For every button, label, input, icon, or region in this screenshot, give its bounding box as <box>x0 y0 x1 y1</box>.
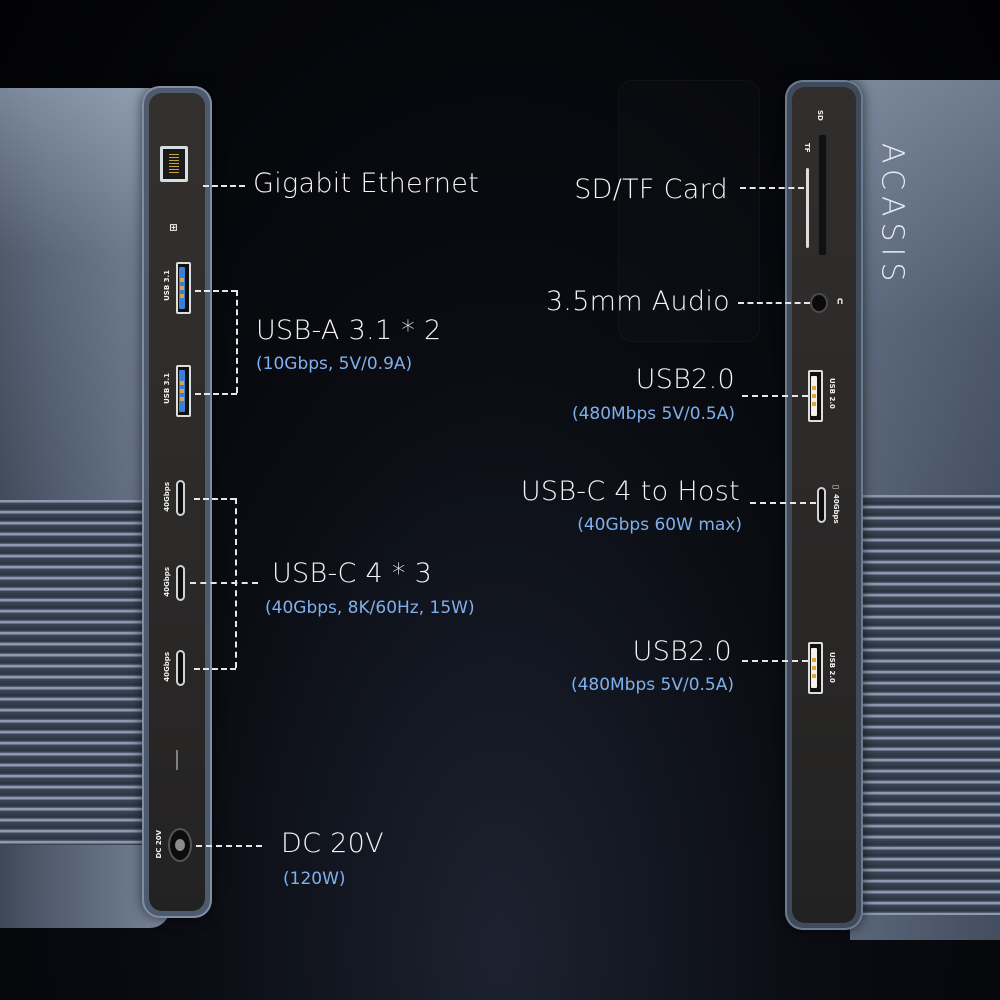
callout-title-usb-c-host: USB-C 4 to Host <box>520 476 740 507</box>
aluminum-top-panel <box>0 88 170 508</box>
callout-title-usb2-2: USB2.0 <box>632 636 732 667</box>
headphone-icon: ∩ <box>836 296 845 307</box>
ethernet-port[interactable] <box>160 146 188 182</box>
callout-line-usb-c-3 <box>194 668 236 670</box>
right-port-panel <box>785 80 863 930</box>
callout-title-dc: DC 20V <box>281 828 384 859</box>
usb-c-1-marking: 40Gbps <box>163 482 171 512</box>
status-led <box>176 750 178 770</box>
usb-c-3-marking: 40Gbps <box>163 652 171 682</box>
heatsink-fins <box>0 500 170 845</box>
callout-title-ethernet: Gigabit Ethernet <box>253 168 480 199</box>
callout-spec-usb-c: (40Gbps, 8K/60Hz, 15W) <box>265 598 475 618</box>
laptop-icon: ▭ <box>832 482 840 491</box>
callout-line-audio <box>738 302 810 304</box>
usb2-1-marking: USB 2.0 <box>828 378 836 409</box>
dc-power-jack[interactable] <box>168 828 192 862</box>
heatsink-fins <box>850 495 1000 915</box>
callout-title-usb-a: USB-A 3.1 * 2 <box>256 315 442 346</box>
callout-title-usb-c: USB-C 4 * 3 <box>272 558 433 589</box>
callout-title-usb2-1: USB2.0 <box>635 364 735 395</box>
callout-bracket-usb-a <box>236 290 238 393</box>
tf-card-slot[interactable] <box>806 168 809 248</box>
usb-2-0-port-2[interactable] <box>808 642 823 694</box>
callout-title-audio: 3.5mm Audio <box>545 286 730 317</box>
usb-c-host-port[interactable] <box>817 487 826 523</box>
callout-title-sd-tf: SD/TF Card <box>574 174 728 205</box>
callout-spec-usb-c-host: (40Gbps 60W max) <box>577 515 742 535</box>
network-icon: ⊞ <box>168 223 180 232</box>
callout-bracket-usb-c <box>235 498 237 668</box>
usb-c-port-1[interactable] <box>176 480 185 516</box>
usb2-2-marking: USB 2.0 <box>828 652 836 683</box>
dc-marking: DC 20V <box>155 830 163 859</box>
callout-line-usb-a-1 <box>195 290 237 292</box>
usb-c-2-marking: 40Gbps <box>163 567 171 597</box>
callout-line-usb2-2 <box>742 660 808 662</box>
usb-c-port-3[interactable] <box>176 650 185 686</box>
usb-c-host-marking: 40Gbps <box>832 494 840 524</box>
usb-c-port-2[interactable] <box>176 565 185 601</box>
usb-a-3-1-port-2[interactable] <box>176 365 191 417</box>
audio-jack[interactable] <box>810 293 828 313</box>
callout-line-sd-tf <box>740 187 804 189</box>
aluminum-top-panel <box>850 80 1000 490</box>
callout-line-usb2-1 <box>742 395 808 397</box>
callout-spec-usb-a: (10Gbps, 5V/0.9A) <box>256 354 413 374</box>
usb-2-0-port-1[interactable] <box>808 370 823 422</box>
callout-spec-dc: (120W) <box>283 869 346 889</box>
sd-marking: SD <box>816 110 824 121</box>
callout-line-usb-c-2 <box>190 582 258 584</box>
sd-card-slot[interactable] <box>818 134 827 256</box>
callout-line-usb-a-2 <box>195 393 237 395</box>
callout-line-dc <box>196 845 262 847</box>
usb-a-2-marking: USB 3.1 <box>163 373 171 404</box>
callout-line-usb-c-1 <box>194 498 236 500</box>
tf-marking: TF <box>803 143 811 153</box>
callout-spec-usb2-1: (480Mbps 5V/0.5A) <box>571 404 735 424</box>
callout-spec-usb2-2: (480Mbps 5V/0.5A) <box>570 675 734 695</box>
right-dock-body <box>850 80 1000 940</box>
usb-a-1-marking: USB 3.1 <box>163 270 171 301</box>
usb-a-3-1-port-1[interactable] <box>176 262 191 314</box>
callout-line-usb-c-host <box>750 502 816 504</box>
brand-logo: ACASIS <box>874 142 910 288</box>
left-dock-body <box>0 88 170 928</box>
callout-line-ethernet <box>203 185 245 187</box>
